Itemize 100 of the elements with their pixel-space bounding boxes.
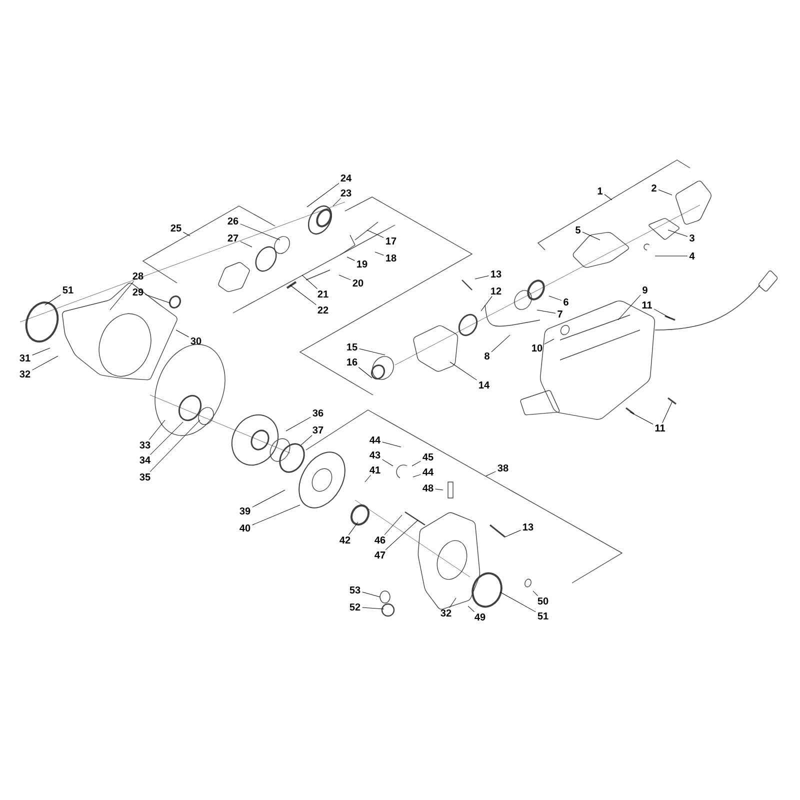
leader-line bbox=[630, 412, 654, 425]
callout-number: 43 bbox=[370, 451, 380, 459]
leader-line bbox=[449, 598, 456, 608]
callout-number: 2 bbox=[652, 184, 656, 192]
callout-number: 32 bbox=[440, 609, 452, 617]
callout-number: 6 bbox=[564, 298, 568, 306]
leader-line bbox=[358, 367, 372, 378]
callout-number: 40 bbox=[240, 524, 250, 532]
callout-number: 13 bbox=[523, 523, 534, 531]
leader-line bbox=[500, 592, 536, 612]
callout-number: 29 bbox=[132, 288, 144, 296]
callout-number: 4 bbox=[689, 252, 695, 260]
callout-number: 15 bbox=[347, 344, 358, 350]
leader-line bbox=[145, 294, 170, 304]
leader-line bbox=[450, 362, 477, 380]
leader-line bbox=[486, 471, 496, 476]
callout-number: 33 bbox=[140, 441, 150, 449]
leader-line bbox=[240, 241, 252, 248]
leader-line bbox=[435, 488, 444, 490]
leader-line bbox=[480, 296, 492, 312]
leader-line bbox=[582, 232, 600, 240]
callout-number: 5 bbox=[576, 226, 581, 234]
callout-number: 52 bbox=[350, 603, 360, 611]
leader-line bbox=[658, 190, 672, 196]
callout-number: 16 bbox=[347, 358, 358, 366]
leader-line bbox=[286, 416, 311, 432]
leader-line bbox=[332, 198, 341, 206]
leader-line bbox=[366, 230, 384, 238]
leader-line bbox=[618, 294, 641, 320]
leader-line bbox=[32, 348, 50, 356]
callout-number: 22 bbox=[318, 306, 328, 314]
leader-line bbox=[654, 308, 670, 318]
callout-number: 30 bbox=[190, 337, 202, 345]
leader-line bbox=[300, 435, 312, 446]
leader-line bbox=[536, 310, 556, 314]
leader-line bbox=[382, 442, 402, 448]
leader-line bbox=[150, 422, 184, 455]
leader-line bbox=[346, 256, 355, 261]
leader-line bbox=[604, 194, 612, 200]
callout-number: 14 bbox=[479, 382, 490, 388]
callout-number: 21 bbox=[318, 290, 328, 298]
leader-line bbox=[302, 274, 318, 290]
leader-line bbox=[150, 420, 200, 472]
callout-number: 36 bbox=[312, 409, 324, 417]
callout-number: 39 bbox=[240, 507, 250, 515]
leader-line bbox=[374, 252, 384, 256]
leader-line bbox=[359, 348, 386, 356]
callout-number: 47 bbox=[374, 552, 386, 558]
leader-line bbox=[662, 402, 672, 424]
leader-line bbox=[412, 474, 421, 478]
callout-number: 26 bbox=[228, 217, 238, 225]
leader-line bbox=[44, 294, 61, 306]
callout-number: 51 bbox=[62, 286, 74, 294]
callout-number: 44 bbox=[370, 436, 380, 444]
leader-line bbox=[240, 224, 280, 240]
callout-number: 45 bbox=[422, 454, 434, 460]
leader-line bbox=[290, 284, 316, 306]
callout-number: 28 bbox=[132, 272, 144, 280]
callout-number: 53 bbox=[350, 586, 360, 594]
callout-number: 20 bbox=[352, 279, 364, 287]
leader-line bbox=[504, 530, 521, 538]
leader-line bbox=[544, 338, 554, 344]
callout-number: 41 bbox=[370, 466, 380, 474]
leader-line bbox=[348, 522, 358, 536]
callout-number: 31 bbox=[20, 354, 30, 362]
leader-line bbox=[364, 474, 371, 482]
callout-number: 11 bbox=[655, 424, 666, 432]
callout-number: 38 bbox=[498, 464, 508, 472]
leader-line bbox=[532, 590, 538, 596]
leader-line bbox=[491, 334, 510, 352]
callout-number: 27 bbox=[228, 234, 238, 242]
callout-number: 10 bbox=[532, 344, 542, 352]
leader-line bbox=[668, 230, 688, 237]
leader-line bbox=[148, 420, 166, 440]
callout-number: 35 bbox=[140, 473, 150, 481]
leader-line bbox=[306, 182, 340, 208]
callout-number: 1 bbox=[598, 188, 603, 194]
leader-line bbox=[110, 281, 134, 310]
callout-number: 37 bbox=[312, 426, 324, 434]
callout-number: 48 bbox=[422, 484, 434, 492]
leader-line bbox=[385, 520, 418, 550]
leader-line bbox=[382, 459, 394, 466]
leader-line bbox=[252, 490, 286, 508]
callout-number: 3 bbox=[689, 234, 694, 242]
callout-number: 9 bbox=[642, 286, 648, 294]
leader-line bbox=[412, 460, 421, 466]
callout-number: 51 bbox=[538, 612, 548, 620]
callout-number: 25 bbox=[170, 224, 182, 232]
leader-line bbox=[362, 592, 380, 598]
leader-line bbox=[183, 232, 190, 236]
callout-number: 42 bbox=[340, 536, 350, 544]
leader-line bbox=[32, 356, 58, 370]
callout-number: 46 bbox=[374, 536, 386, 544]
callout-number: 23 bbox=[340, 189, 352, 197]
callout-number: 34 bbox=[140, 456, 150, 464]
callout-number: 11 bbox=[642, 302, 652, 308]
callout-number: 18 bbox=[386, 254, 396, 262]
leader-line bbox=[176, 330, 189, 338]
leader-line bbox=[362, 607, 384, 610]
callout-number: 7 bbox=[558, 310, 562, 318]
